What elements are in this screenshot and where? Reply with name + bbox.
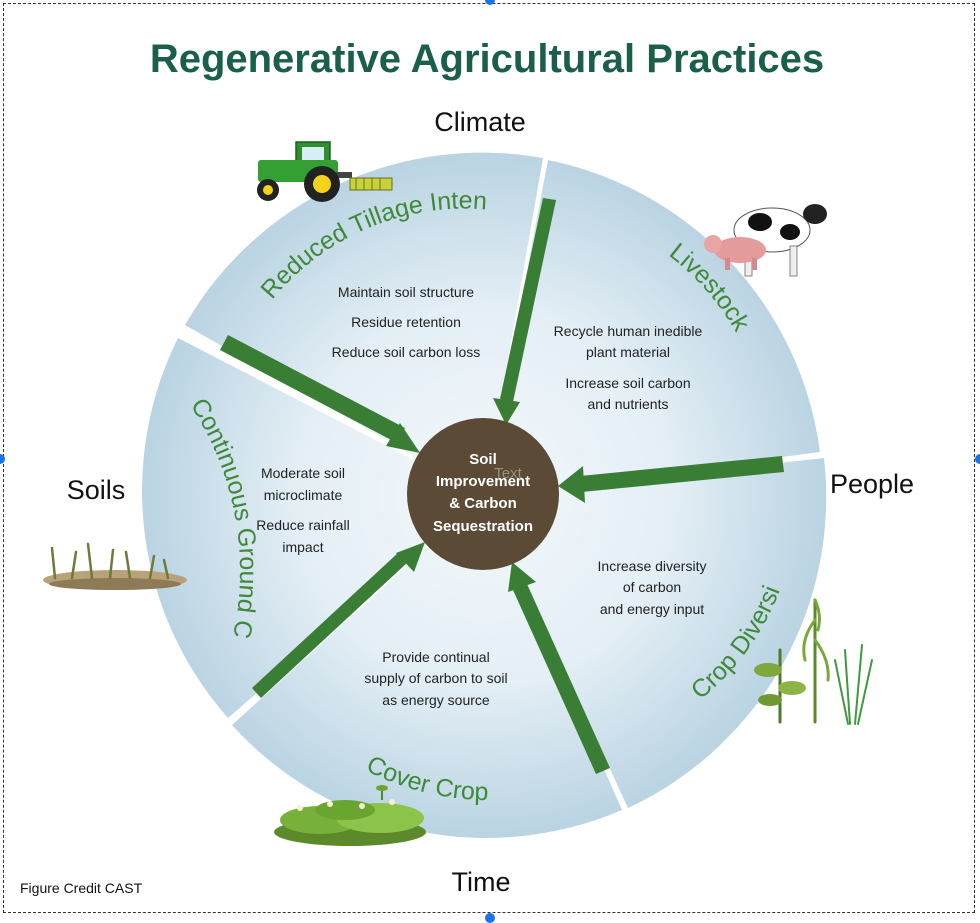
note-cover-3: as energy source: [382, 692, 490, 708]
crop-plants-icon: [754, 598, 873, 725]
arrow-from-tillage: [220, 335, 420, 453]
note-crop-2: of carbon: [623, 579, 681, 595]
arrow-from-livestock: [493, 198, 556, 425]
diagram-title: Regenerative Agricultural Practices: [150, 37, 824, 81]
note-livestock-4: and nutrients: [588, 396, 669, 412]
segment-cover-crops: [232, 496, 622, 838]
segment-livestock: [484, 160, 820, 496]
outer-labels: Climate People Time Soils: [67, 107, 914, 897]
note-tillage-1: Maintain soil structure: [338, 284, 474, 300]
note-crop-3: and energy input: [600, 601, 704, 617]
note-ground-1: Moderate soil: [261, 465, 345, 481]
arrows: [220, 198, 784, 774]
label-soils: Soils: [67, 475, 126, 505]
center-line-1: Soil: [469, 451, 497, 468]
livestock-icon: [704, 204, 827, 277]
center-line-4: Sequestration: [433, 518, 533, 535]
note-ground-4: impact: [282, 539, 323, 555]
arrow-from-ground-cover: [252, 542, 425, 698]
label-people: People: [830, 469, 914, 499]
center-line-2: Improvement: [436, 473, 530, 490]
center-overlay-placeholder: Text: [494, 465, 522, 482]
segment-continuous-ground-cover: [142, 338, 485, 718]
note-cover-1: Provide continual: [382, 649, 489, 665]
note-ground-2: microclimate: [264, 487, 343, 503]
note-crop-1: Increase diversity: [598, 558, 707, 574]
segment-reduced-tillage: [185, 152, 543, 496]
resize-handle-top[interactable]: [485, 0, 495, 5]
note-tillage-3: Reduce soil carbon loss: [332, 344, 481, 360]
ground-cover-icon: [43, 542, 187, 590]
segment-notes: Maintain soil structure Residue retentio…: [256, 284, 706, 708]
label-climate: Climate: [434, 107, 526, 137]
arrow-from-cover-crops: [508, 562, 610, 774]
wheel: [142, 152, 827, 838]
center-circle: [407, 418, 559, 570]
center-hub: Text Soil Improvement & Carbon Sequestra…: [407, 418, 559, 570]
tractor-icon: [257, 141, 393, 202]
figure-credit: Figure Credit CAST: [20, 880, 143, 896]
note-cover-2: supply of carbon to soil: [364, 670, 507, 686]
cover-crops-icon: [274, 785, 426, 846]
resize-handle-left[interactable]: [0, 454, 5, 464]
arrow-from-crop-diversity: [558, 456, 784, 503]
segment-crop-diversity: [484, 458, 827, 808]
center-line-3: & Carbon: [449, 495, 517, 512]
resize-handle-right[interactable]: [975, 454, 980, 464]
note-livestock-1: Recycle human inedible: [554, 323, 703, 339]
note-ground-3: Reduce rainfall: [256, 517, 349, 533]
note-tillage-2: Residue retention: [351, 314, 461, 330]
note-livestock-3: Increase soil carbon: [565, 375, 690, 391]
label-time: Time: [452, 867, 511, 897]
note-livestock-2: plant material: [586, 344, 670, 360]
